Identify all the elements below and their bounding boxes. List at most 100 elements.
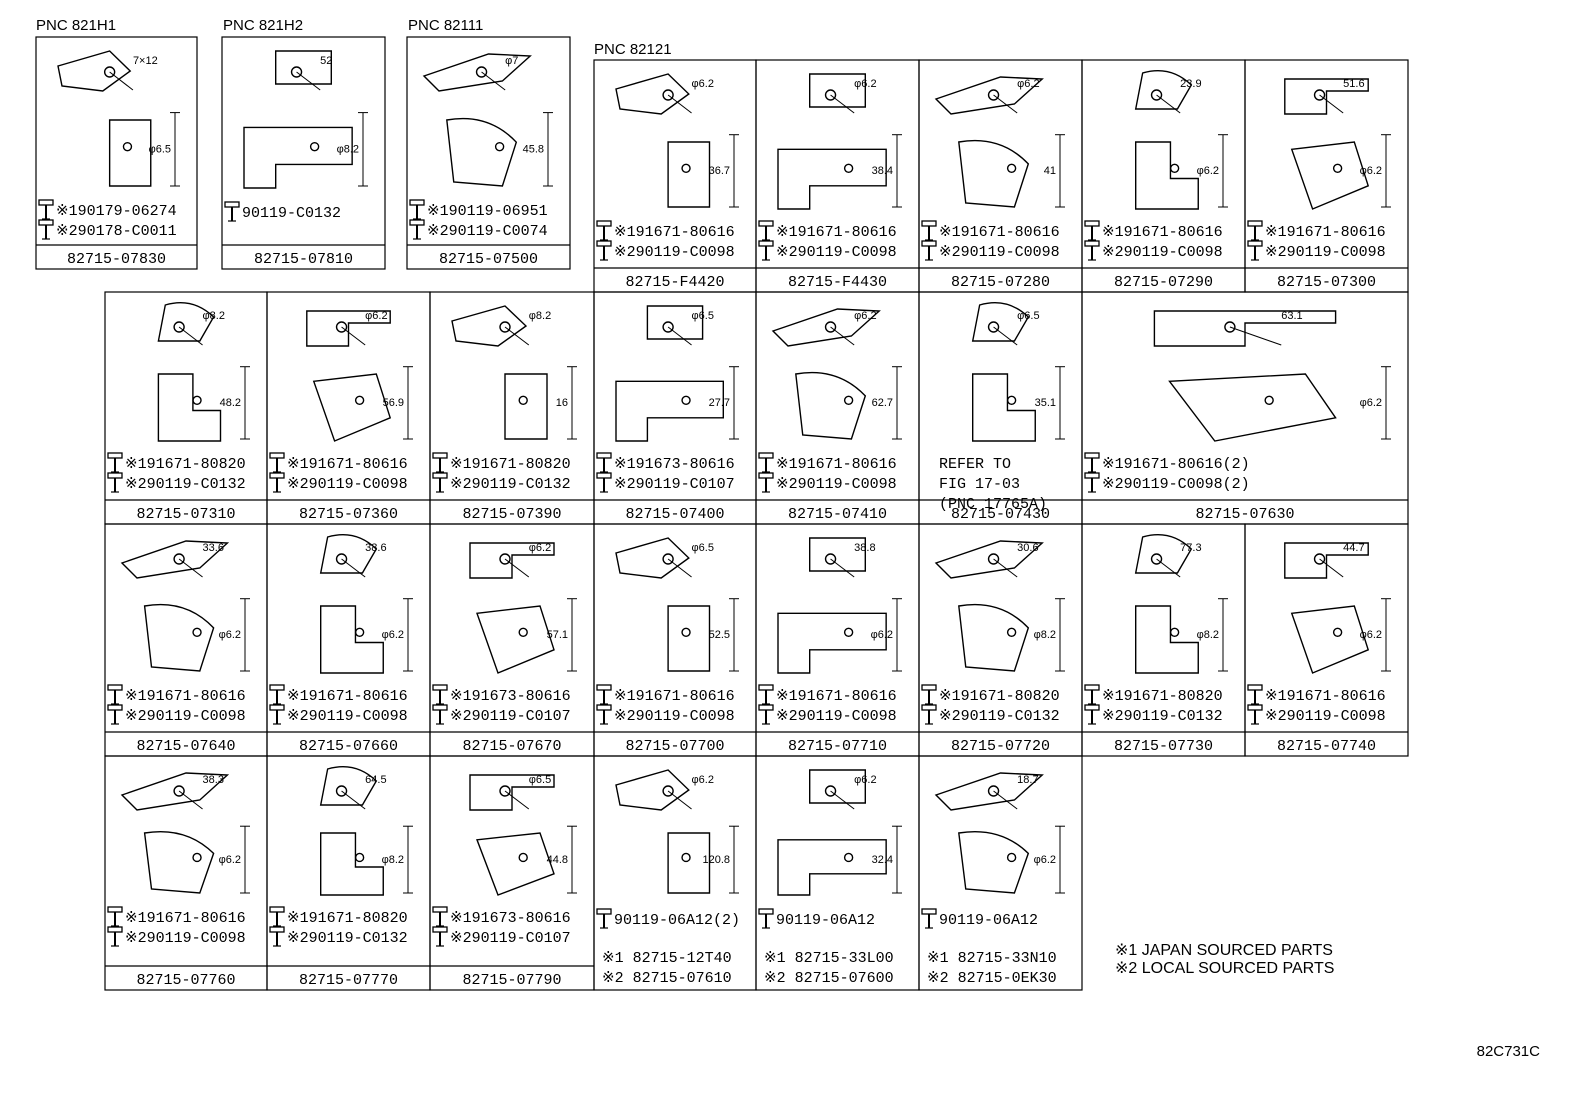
part-code: ※290119-C0098 xyxy=(776,708,897,725)
bolt-icon xyxy=(1247,684,1263,705)
bolt-icon xyxy=(432,472,448,493)
bolt-icon xyxy=(921,240,937,261)
part-cell: 38.6φ6.2※191671-80616※290119-C009882715-… xyxy=(266,523,431,757)
bolt-icon xyxy=(596,472,612,493)
dimension-label: φ6.5 xyxy=(1017,310,1039,322)
bracket-drawing xyxy=(777,73,902,210)
dimension-label: 36.7 xyxy=(709,165,730,177)
part-code: ※191671-80616(2) xyxy=(1102,456,1250,473)
bolt-icon xyxy=(1247,704,1263,725)
dimension-label: φ6.5 xyxy=(692,542,714,554)
dimension-label: φ8.2 xyxy=(337,144,359,156)
dimension-label: 35.1 xyxy=(1035,397,1056,409)
bracket-drawing xyxy=(469,542,577,674)
dimension-label: 63.1 xyxy=(1281,310,1302,322)
bracket-drawing xyxy=(615,305,739,442)
part-cell: 33.6φ6.2※191671-80616※290119-C009882715-… xyxy=(104,523,268,757)
part-number: 82715-07410 xyxy=(788,506,887,523)
dimension-label: φ6.2 xyxy=(1360,397,1382,409)
part-code: ※290119-C0107 xyxy=(450,930,571,947)
bolt-icon xyxy=(758,908,774,929)
part-code: ※290119-C0132 xyxy=(450,476,571,493)
part-code: ※191671-80616 xyxy=(776,688,897,705)
part-code: ※290119-C0098 xyxy=(776,476,897,493)
part-cell: φ6.236.7※191671-80616※290119-C009882715-… xyxy=(593,59,757,293)
dimension-label: φ8.2 xyxy=(529,310,551,322)
dimension-label: 52 xyxy=(320,55,332,67)
dimension-label: φ6.5 xyxy=(149,144,171,156)
part-cell: φ6.238.4※191671-80616※290119-C009882715-… xyxy=(755,59,920,293)
part-cell: φ6.257.1※191673-80616※290119-C010782715-… xyxy=(429,523,595,757)
part-cell: φ6.527.7※191673-80616※290119-C010782715-… xyxy=(593,291,757,525)
part-code: ※191673-80616 xyxy=(450,910,571,927)
dimension-label: φ8.2 xyxy=(382,854,404,866)
part-number: 82715-07630 xyxy=(1195,506,1294,523)
part-cell: 30.6φ8.2※191671-80820※290119-C013282715-… xyxy=(918,523,1083,757)
part-code: ※191673-80616 xyxy=(614,456,735,473)
legend-line: ※1 JAPAN SOURCED PARTS xyxy=(1115,942,1333,959)
bolt-icon xyxy=(596,240,612,261)
bolt-icon xyxy=(269,684,285,705)
part-code: ※191671-80616 xyxy=(776,456,897,473)
bracket-drawing xyxy=(120,772,250,894)
part-number: ※2 82715-0EK30 xyxy=(927,970,1057,987)
bracket-drawing xyxy=(615,769,739,894)
part-code: ※191671-80820 xyxy=(450,456,571,473)
pnc-label: PNC 821H1 xyxy=(36,17,116,34)
bolt-icon xyxy=(596,452,612,473)
part-code: ※290119-C0098 xyxy=(614,244,735,261)
bolt-icon xyxy=(269,452,285,473)
part-cell: φ6.256.9※191671-80616※290119-C009882715-… xyxy=(266,291,431,525)
bracket-drawing xyxy=(57,50,180,187)
part-code: ※191671-80616 xyxy=(939,224,1060,241)
bracket-drawing xyxy=(157,302,250,442)
dimension-label: 62.7 xyxy=(872,397,893,409)
part-number: ※2 82715-07600 xyxy=(764,970,894,987)
dimension-label: 77.3 xyxy=(1180,542,1201,554)
bracket-drawing xyxy=(319,766,413,896)
part-number: ※1 82715-33L00 xyxy=(764,950,894,967)
dimension-label: φ6.2 xyxy=(692,78,714,90)
bracket-drawing xyxy=(934,540,1065,672)
part-cell: 63.1φ6.2※191671-80616(2)※290119-C0098(2)… xyxy=(1081,291,1409,525)
dimension-label: 45.8 xyxy=(523,144,544,156)
part-code: ※290119-C0098 xyxy=(125,708,246,725)
part-number: 82715-07430 xyxy=(951,506,1050,523)
dimension-label: 57.1 xyxy=(547,629,568,641)
part-code: ※290119-C0132 xyxy=(939,708,1060,725)
bracket-drawing xyxy=(451,305,577,440)
part-code: ※191671-80616 xyxy=(287,456,408,473)
part-code: ※191671-80820 xyxy=(287,910,408,927)
part-code: ※290119-C0107 xyxy=(614,476,735,493)
dimension-label: φ6.2 xyxy=(1360,629,1382,641)
bracket-drawing xyxy=(934,772,1065,894)
bracket-drawing xyxy=(615,537,739,672)
bolt-icon xyxy=(409,219,425,240)
bolt-icon xyxy=(1247,220,1263,241)
part-number: 82715-07790 xyxy=(462,972,561,989)
part-cell: φ8.248.2※191671-80820※290119-C013282715-… xyxy=(104,291,268,525)
bolt-icon xyxy=(107,684,123,705)
part-code: ※191671-80616 xyxy=(287,688,408,705)
dimension-label: 44.8 xyxy=(547,854,568,866)
part-number: 82715-07290 xyxy=(1114,274,1213,291)
part-code: ※290119-C0132 xyxy=(1102,708,1223,725)
bracket-drawing xyxy=(777,537,902,674)
bolt-icon xyxy=(1084,704,1100,725)
bolt-icon xyxy=(758,684,774,705)
dimension-label: 18.7 xyxy=(1017,774,1038,786)
bracket-drawing xyxy=(1153,310,1391,442)
dimension-label: φ6.2 xyxy=(1197,165,1219,177)
dimension-label: φ6.2 xyxy=(854,774,876,786)
part-number: ※2 82715-07610 xyxy=(602,970,732,987)
part-number: 82715-07730 xyxy=(1114,738,1213,755)
dimension-label: 27.7 xyxy=(709,397,730,409)
dimension-label: 44.7 xyxy=(1343,542,1364,554)
pnc-label: PNC 82121 xyxy=(594,41,672,58)
bracket-drawing xyxy=(422,53,553,187)
part-number: 82715-07310 xyxy=(136,506,235,523)
part-number: 82715-07770 xyxy=(299,972,398,989)
bolt-icon xyxy=(596,704,612,725)
